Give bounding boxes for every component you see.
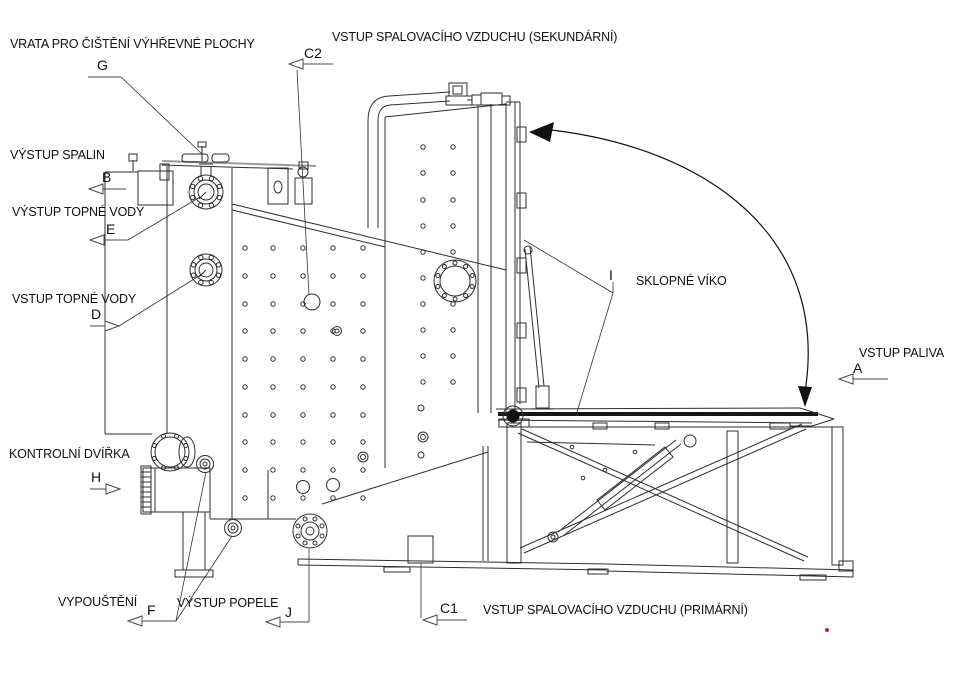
tilt-arc-arrow xyxy=(529,122,812,407)
support-leg-left xyxy=(506,422,522,564)
callout-G-leader xyxy=(88,76,203,155)
callout-letter-C2: C2 xyxy=(304,45,322,61)
callout-label-primary-air-inlet: VSTUP SPALOVACÍHO VZDUCHU (PRIMÁRNÍ) xyxy=(483,603,748,617)
lid-hinge-pivot xyxy=(502,405,524,427)
callout-letter-I: I xyxy=(609,267,613,283)
callout-H-arrow xyxy=(90,483,122,495)
callout-D-arrow xyxy=(90,273,203,332)
callout-label-cleaning-door: VRATA PRO ČIŠTĚNÍ VÝHŘEVNÉ PLOCHY xyxy=(10,37,255,51)
callout-label-ash-outlet: VÝSTUP POPELE xyxy=(177,596,279,610)
rail-brackets xyxy=(267,161,313,205)
support-leg-right xyxy=(831,426,844,566)
callout-label-heating-water-inlet: VSTUP TOPNÉ VODY xyxy=(12,292,137,306)
callout-letter-H: H xyxy=(91,469,102,485)
callout-C2-arrow xyxy=(287,58,333,296)
callout-label-secondary-air-inlet: VSTUP SPALOVACÍHO VZDUCHU (SEKUNDÁRNÍ) xyxy=(332,30,618,44)
air-valve-actuator xyxy=(445,82,511,106)
callout-label-inspection-door: KONTROLNÍ DVÍŘKA xyxy=(9,447,130,461)
support-leg-mid xyxy=(726,430,739,564)
callout-letter-C1: C1 xyxy=(440,600,458,616)
callout-letter-J: J xyxy=(285,604,292,620)
air-tower xyxy=(367,82,511,468)
flue-gas-outlet-box xyxy=(128,153,174,206)
callout-J-arrow xyxy=(264,549,310,628)
cleaning-door-rail xyxy=(159,141,317,181)
bolted-flanges xyxy=(150,174,477,549)
callout-label-drain: VYPOUŠTĚNÍ xyxy=(58,595,138,609)
callout-label-flue-gas-outlet: VÝSTUP SPALIN xyxy=(10,148,105,162)
callout-letter-G: G xyxy=(97,57,108,73)
inspection-door-assembly xyxy=(140,436,211,519)
callout-label-fuel-inlet: VSTUP PALIVA xyxy=(859,346,945,360)
left-boiler xyxy=(104,141,317,578)
scissor-support xyxy=(482,422,844,566)
grate-incline xyxy=(321,451,489,505)
callout-letter-E: E xyxy=(106,221,116,237)
pedestal-leg xyxy=(174,511,214,578)
primary-air-inlet-box xyxy=(407,535,434,564)
callout-label-heating-water-outlet: VÝSTUP TOPNÉ VODY xyxy=(12,205,145,219)
lid-stay-strut xyxy=(524,246,553,410)
callout-B-arrow xyxy=(87,183,126,195)
callout-letter-F: F xyxy=(147,602,156,618)
callout-I-leader xyxy=(523,239,614,413)
callout-F-arrow xyxy=(126,471,233,627)
callout-label-tilting-lid: SKLOPNÉ VÍKO xyxy=(636,274,727,288)
callout-letter-D: D xyxy=(91,306,102,322)
tilting-lid-column xyxy=(502,101,553,427)
drain-valves xyxy=(196,455,242,537)
red-mark-dot xyxy=(825,628,829,632)
callout-A-arrow xyxy=(837,373,888,385)
callout-arrows xyxy=(87,58,888,632)
callout-E-arrow xyxy=(88,196,201,246)
base-frame xyxy=(297,535,854,581)
flange-stub xyxy=(199,163,213,176)
tube-plate-dot-grid xyxy=(242,144,697,543)
callout-C1-arrow xyxy=(420,563,467,626)
fuel-platform xyxy=(495,407,835,430)
callout-letter-A: A xyxy=(853,360,863,376)
hydraulic-cylinder xyxy=(557,439,682,537)
mid-heat-exchanger xyxy=(210,168,507,520)
callout-letter-B: B xyxy=(102,169,112,185)
